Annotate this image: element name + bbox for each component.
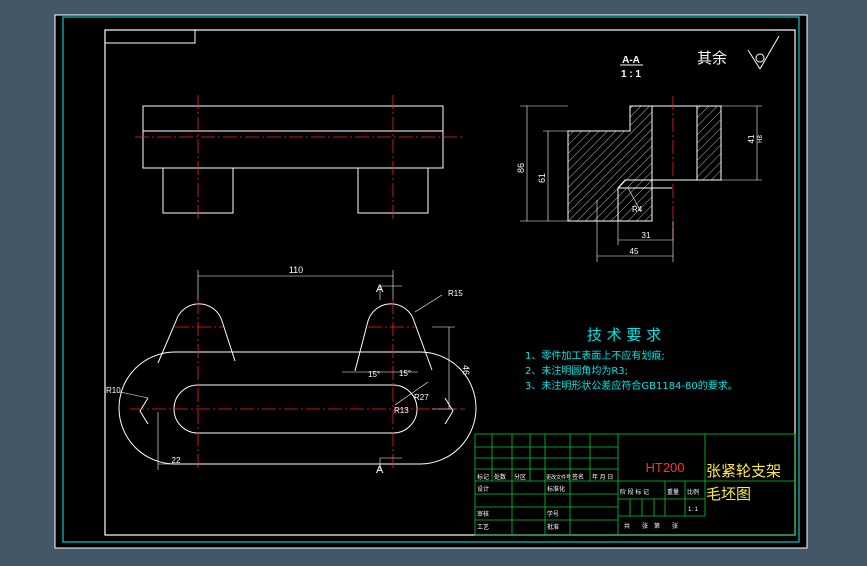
ratio-value: 1: 1: [688, 507, 699, 513]
label-check: 审核: [477, 510, 489, 518]
label-date: 年 月 日: [592, 473, 613, 481]
dim-41-label: 41: [747, 134, 756, 143]
title-block-labels: 标记 处数 分区 更改文件号 签名 年 月 日 设计 标准化 审核 工艺 学号 …: [477, 473, 699, 531]
label-design: 设计: [477, 485, 489, 493]
dim-angle-right: 15°: [399, 369, 411, 378]
dim-r10-label: R10: [106, 386, 121, 395]
dim-110-label: 110: [289, 265, 303, 275]
dim-r15-label: R15: [448, 289, 463, 298]
dim-45-label: 45: [630, 247, 639, 256]
dim-31-label: 31: [642, 231, 651, 240]
dim-22-label: 22: [172, 456, 181, 465]
drawing-name-2: 毛坯图: [706, 485, 751, 503]
dim-angle-left: 15°: [368, 370, 380, 379]
drawing-name-1: 张紧轮支架: [706, 462, 781, 480]
label-student-id: 学号: [547, 510, 559, 518]
front-view-centerlines: [135, 95, 462, 222]
label-count: 处数: [494, 473, 506, 481]
label-zone: 分区: [514, 473, 526, 481]
dim-46-label: 46: [461, 365, 471, 375]
tech-item-1: 1、零件加工表面上不应有划痕;: [525, 349, 665, 362]
dim-h8-label: H8: [758, 135, 764, 143]
drawing-frame: [104, 29, 796, 536]
dim-r4-label: R4: [632, 205, 643, 214]
label-process: 工艺: [477, 523, 489, 531]
label-standardize: 标准化: [547, 485, 565, 493]
title-block: [474, 433, 796, 536]
section-mark-top: A: [376, 283, 384, 295]
surface-note: 其余: [697, 49, 727, 67]
label-weight: 重量: [667, 488, 679, 496]
top-view-dimensions: [119, 270, 455, 470]
dim-r13-label: R13: [394, 406, 409, 415]
paper-sheet: [54, 14, 808, 549]
dim-r27-label: R27: [414, 393, 429, 402]
dim-86-label: 86: [516, 163, 526, 173]
material-label: HT200: [645, 460, 684, 475]
section-dimensions: [520, 105, 762, 262]
section-view: [567, 105, 722, 222]
section-name: A-A: [622, 55, 640, 66]
label-mark: 标记: [477, 473, 489, 481]
label-signature: 签名: [572, 473, 584, 481]
section-mark-bottom: A: [376, 464, 384, 476]
code-box: [104, 29, 196, 44]
label-approve: 批准: [547, 523, 559, 531]
top-view-centerlines: [130, 300, 465, 470]
outer-border: [62, 16, 800, 543]
roughness-symbol-icon: [747, 35, 780, 70]
label-ratio: 比例: [687, 488, 699, 496]
tech-item-3: 3、未注明形状公差应符合GB1184-80的要求。: [525, 379, 738, 392]
section-scale: 1 : 1: [621, 69, 641, 80]
label-stage: 阶 段 标 记: [620, 488, 649, 496]
tech-item-2: 2、未注明圆角均为R3;: [525, 364, 628, 377]
label-sheets: 共 张 第 张: [624, 522, 678, 530]
label-change-doc: 更改文件号: [546, 474, 571, 481]
tech-title: 技 术 要 求: [587, 326, 661, 344]
dim-61-label: 61: [537, 173, 547, 183]
